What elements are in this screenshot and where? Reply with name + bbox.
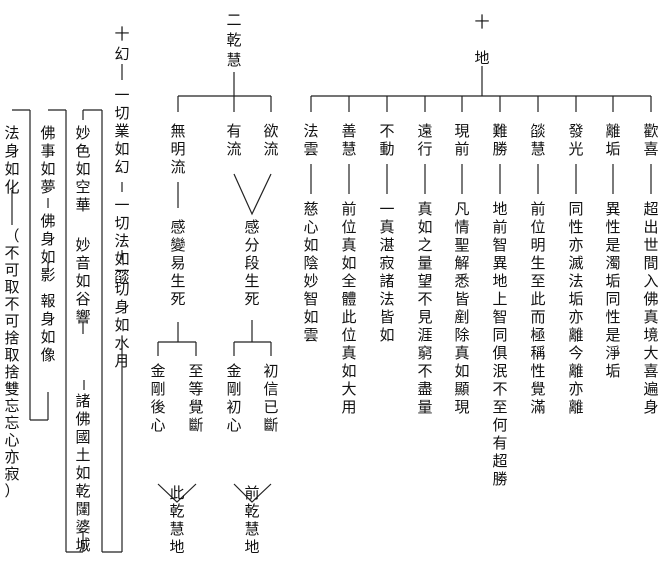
illusion-line-6: 諸佛國土如乾闥婆城 [75,392,91,554]
right-group-first: 至等覺斷 [188,362,204,434]
ignorance-flow: 無明流 [170,122,186,176]
ground-7-name: 遠行 [417,122,433,158]
ground-3-desc: 同性亦滅法垢亦離今離亦離 [568,200,584,416]
right-group-result: 此乾慧地 [169,484,185,556]
ground-7-desc: 真如之量望不見涯窮不盡量 [417,200,433,416]
ground-8-name: 不動 [379,122,395,158]
flows-result: 感分段生死 [244,218,260,308]
right-group-second: 金剛後心 [150,362,166,434]
ground-2-name: 離垢 [605,122,621,158]
ground-10-name: 法雲 [303,122,319,158]
ground-4-desc: 前位明生至此而極稱性覺滿 [530,200,546,416]
illusion-line-8: 佛身如影 [40,212,56,284]
desire-flow: 欲流 [263,122,279,158]
illusion-line-11: （不可取不可捨取捨雙忘忘心亦寂） [4,227,20,500]
ten-illusions-title: 十幻 [114,25,130,63]
ground-10-desc: 慈心如陰妙智如雲 [303,200,319,344]
ground-3-name: 發光 [568,122,584,158]
illusion-line-7: 佛事如夢 [40,124,56,196]
ten-grounds-title: 十地 [474,13,490,67]
ground-6-desc: 凡情聖解悉皆剷除真如顯現 [454,200,470,416]
ground-2-desc: 異性是濁垢同性是淨垢 [605,200,621,380]
ground-6-name: 現前 [454,122,470,158]
left-group-second: 金剛初心 [226,362,242,434]
illusion-line-10: 法身如化 [4,124,20,196]
illusion-line-2: 一切法如燄 [114,196,130,286]
illusion-line-4: 妙色如空華 [75,124,91,214]
ignorance-result: 感變易生死 [170,218,186,308]
dry-wisdom-title: 二乾慧 [226,11,242,69]
ground-9-desc: 前位真如全體此位真如大用 [341,200,357,416]
illusion-line-9: 報身如像 [40,292,56,364]
illusion-line-1: 一切業如幻 [114,86,130,176]
ground-4-name: 燄慧 [530,122,546,158]
ground-9-name: 善慧 [341,122,357,158]
ground-8-desc: 一真湛寂諸法皆如 [379,200,395,344]
left-group-first: 初信已斷 [263,362,279,434]
ground-5-desc: 地前智異地上智同俱泯不至何有超勝 [492,200,508,488]
ground-5-name: 難勝 [492,122,508,158]
ground-1-desc: 超出世間入佛真境大喜遍身 [643,200,659,416]
illusion-line-3: 一切身如水月 [114,262,130,370]
ground-1-name: 歡喜 [643,122,659,158]
left-group-result: 前乾慧地 [244,484,260,556]
illusion-line-5: 妙音如谷響 [75,236,91,326]
existence-flow: 有流 [226,122,242,158]
